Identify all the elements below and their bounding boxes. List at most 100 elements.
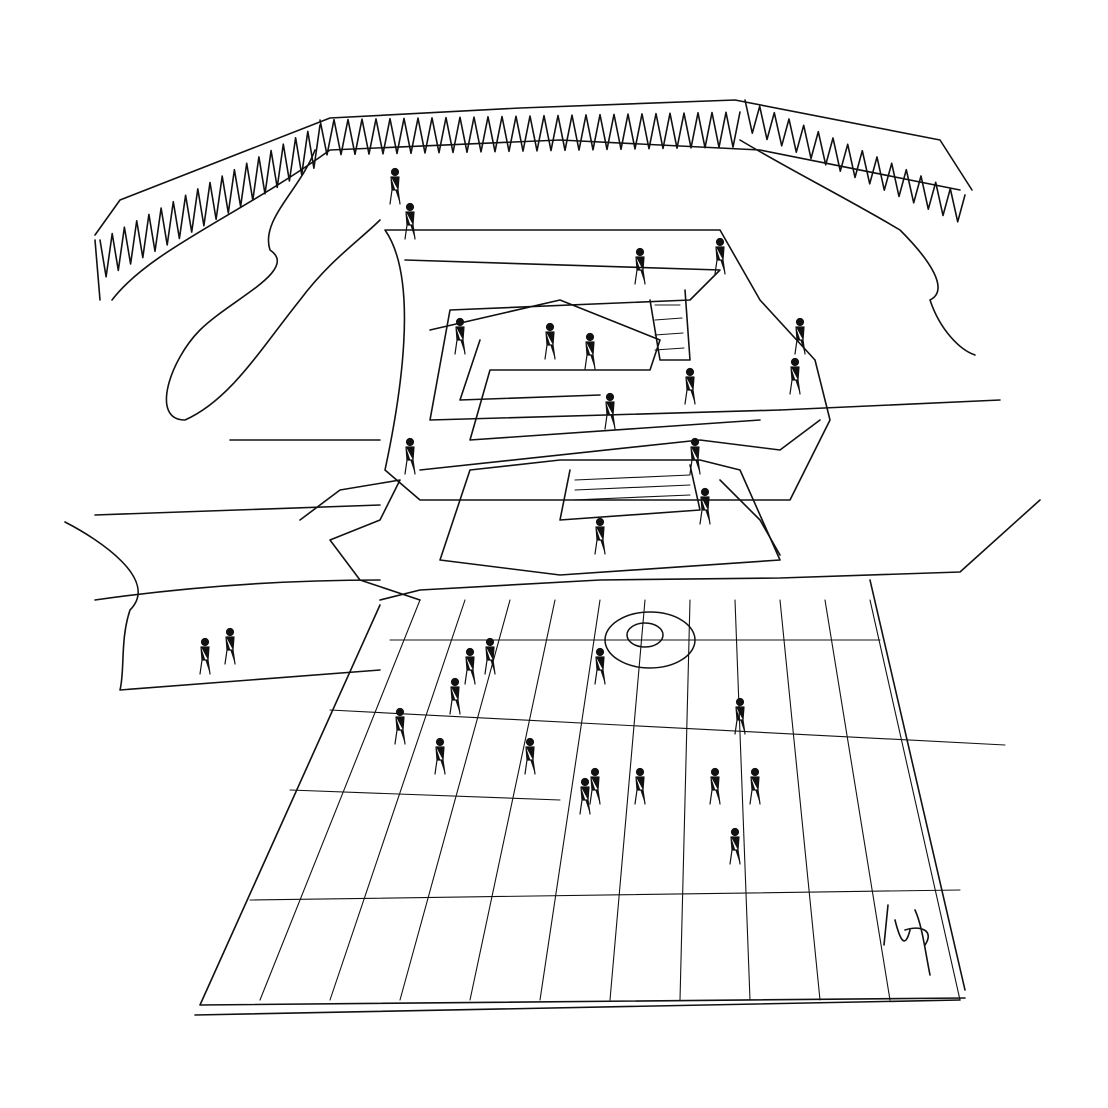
- person-head: [690, 437, 700, 447]
- person-head: [225, 627, 235, 637]
- person-body: [634, 776, 646, 805]
- person-body: [589, 776, 601, 805]
- person-head: [595, 647, 605, 657]
- person-figure: [699, 487, 711, 525]
- person-head: [465, 647, 475, 657]
- person-head: [395, 707, 405, 717]
- person-head: [200, 637, 210, 647]
- person-head: [715, 237, 725, 247]
- person-figure: [604, 392, 616, 430]
- plaza-line: [734, 599, 751, 1001]
- zigzag-top: [319, 111, 741, 156]
- person-head: [590, 767, 600, 777]
- person-figure: [634, 247, 646, 285]
- person-figure: [389, 167, 401, 205]
- person-head: [750, 767, 760, 777]
- plaza-line: [329, 599, 466, 1001]
- person-head: [485, 637, 495, 647]
- person-figure: [734, 697, 746, 735]
- person-figure: [789, 357, 801, 395]
- person-body: [434, 746, 446, 775]
- person-figure: [729, 827, 741, 865]
- person-figure: [404, 437, 416, 475]
- person-body: [689, 446, 701, 475]
- person-body: [454, 326, 466, 355]
- person-body: [544, 331, 556, 360]
- person-body: [604, 401, 616, 430]
- person-figure: [594, 647, 606, 685]
- person-figure: [454, 317, 466, 355]
- plaza-line: [609, 599, 646, 1001]
- central-building: [299, 229, 831, 601]
- person-figure: [584, 332, 596, 370]
- person-body: [729, 836, 741, 865]
- person-body: [224, 636, 236, 665]
- person-body: [709, 776, 721, 805]
- plaza-line: [539, 599, 601, 1001]
- person-head: [700, 487, 710, 497]
- person-body: [484, 646, 496, 675]
- person-body: [749, 776, 761, 805]
- person-body: [699, 496, 711, 525]
- person-figure: [579, 777, 591, 815]
- person-body: [594, 526, 606, 555]
- person-figure: [684, 367, 696, 405]
- person-body: [524, 746, 536, 775]
- plaza-line: [259, 599, 421, 1001]
- people-figures: [199, 167, 806, 865]
- person-figure: [714, 237, 726, 275]
- person-figure: [589, 767, 601, 805]
- person-head: [390, 167, 400, 177]
- person-head: [795, 317, 805, 327]
- person-body: [714, 246, 726, 275]
- person-head: [635, 247, 645, 257]
- person-head: [525, 737, 535, 747]
- person-body: [394, 716, 406, 745]
- person-figure: [199, 637, 211, 675]
- person-head: [605, 392, 615, 402]
- signature: [883, 904, 931, 976]
- person-body: [794, 326, 806, 355]
- person-body: [404, 211, 416, 240]
- plaza-line: [399, 599, 511, 1001]
- person-body: [684, 376, 696, 405]
- person-head: [435, 737, 445, 747]
- person-figure: [434, 737, 446, 775]
- person-head: [635, 767, 645, 777]
- person-body: [579, 786, 591, 815]
- person-figure: [394, 707, 406, 745]
- person-body: [449, 686, 461, 715]
- person-body: [389, 176, 401, 205]
- person-figure: [544, 322, 556, 360]
- person-figure: [224, 627, 236, 665]
- person-figure: [484, 637, 496, 675]
- zigzag-left: [99, 124, 321, 278]
- person-figure: [689, 437, 701, 475]
- plaza-line: [469, 599, 556, 1001]
- person-head: [595, 517, 605, 527]
- zigzag-right: [744, 99, 966, 223]
- person-figure: [524, 737, 536, 775]
- roof-zigzag-pattern: [99, 99, 966, 278]
- person-figure: [709, 767, 721, 805]
- person-head: [450, 677, 460, 687]
- person-figure: [464, 647, 476, 685]
- person-figure: [749, 767, 761, 805]
- person-head: [580, 777, 590, 787]
- ground-horizon: [64, 399, 1041, 691]
- plaza-line: [679, 599, 691, 1001]
- person-head: [405, 437, 415, 447]
- plaza-line: [869, 599, 961, 1001]
- person-figure: [594, 517, 606, 555]
- person-body: [464, 656, 476, 685]
- person-figure: [634, 767, 646, 805]
- person-body: [789, 366, 801, 395]
- person-head: [735, 697, 745, 707]
- person-head: [405, 202, 415, 212]
- plaza-line: [824, 599, 891, 1001]
- plaza-radial-lines: [259, 599, 961, 1001]
- person-body: [594, 656, 606, 685]
- person-figure: [794, 317, 806, 355]
- roof-canopy: [94, 99, 976, 421]
